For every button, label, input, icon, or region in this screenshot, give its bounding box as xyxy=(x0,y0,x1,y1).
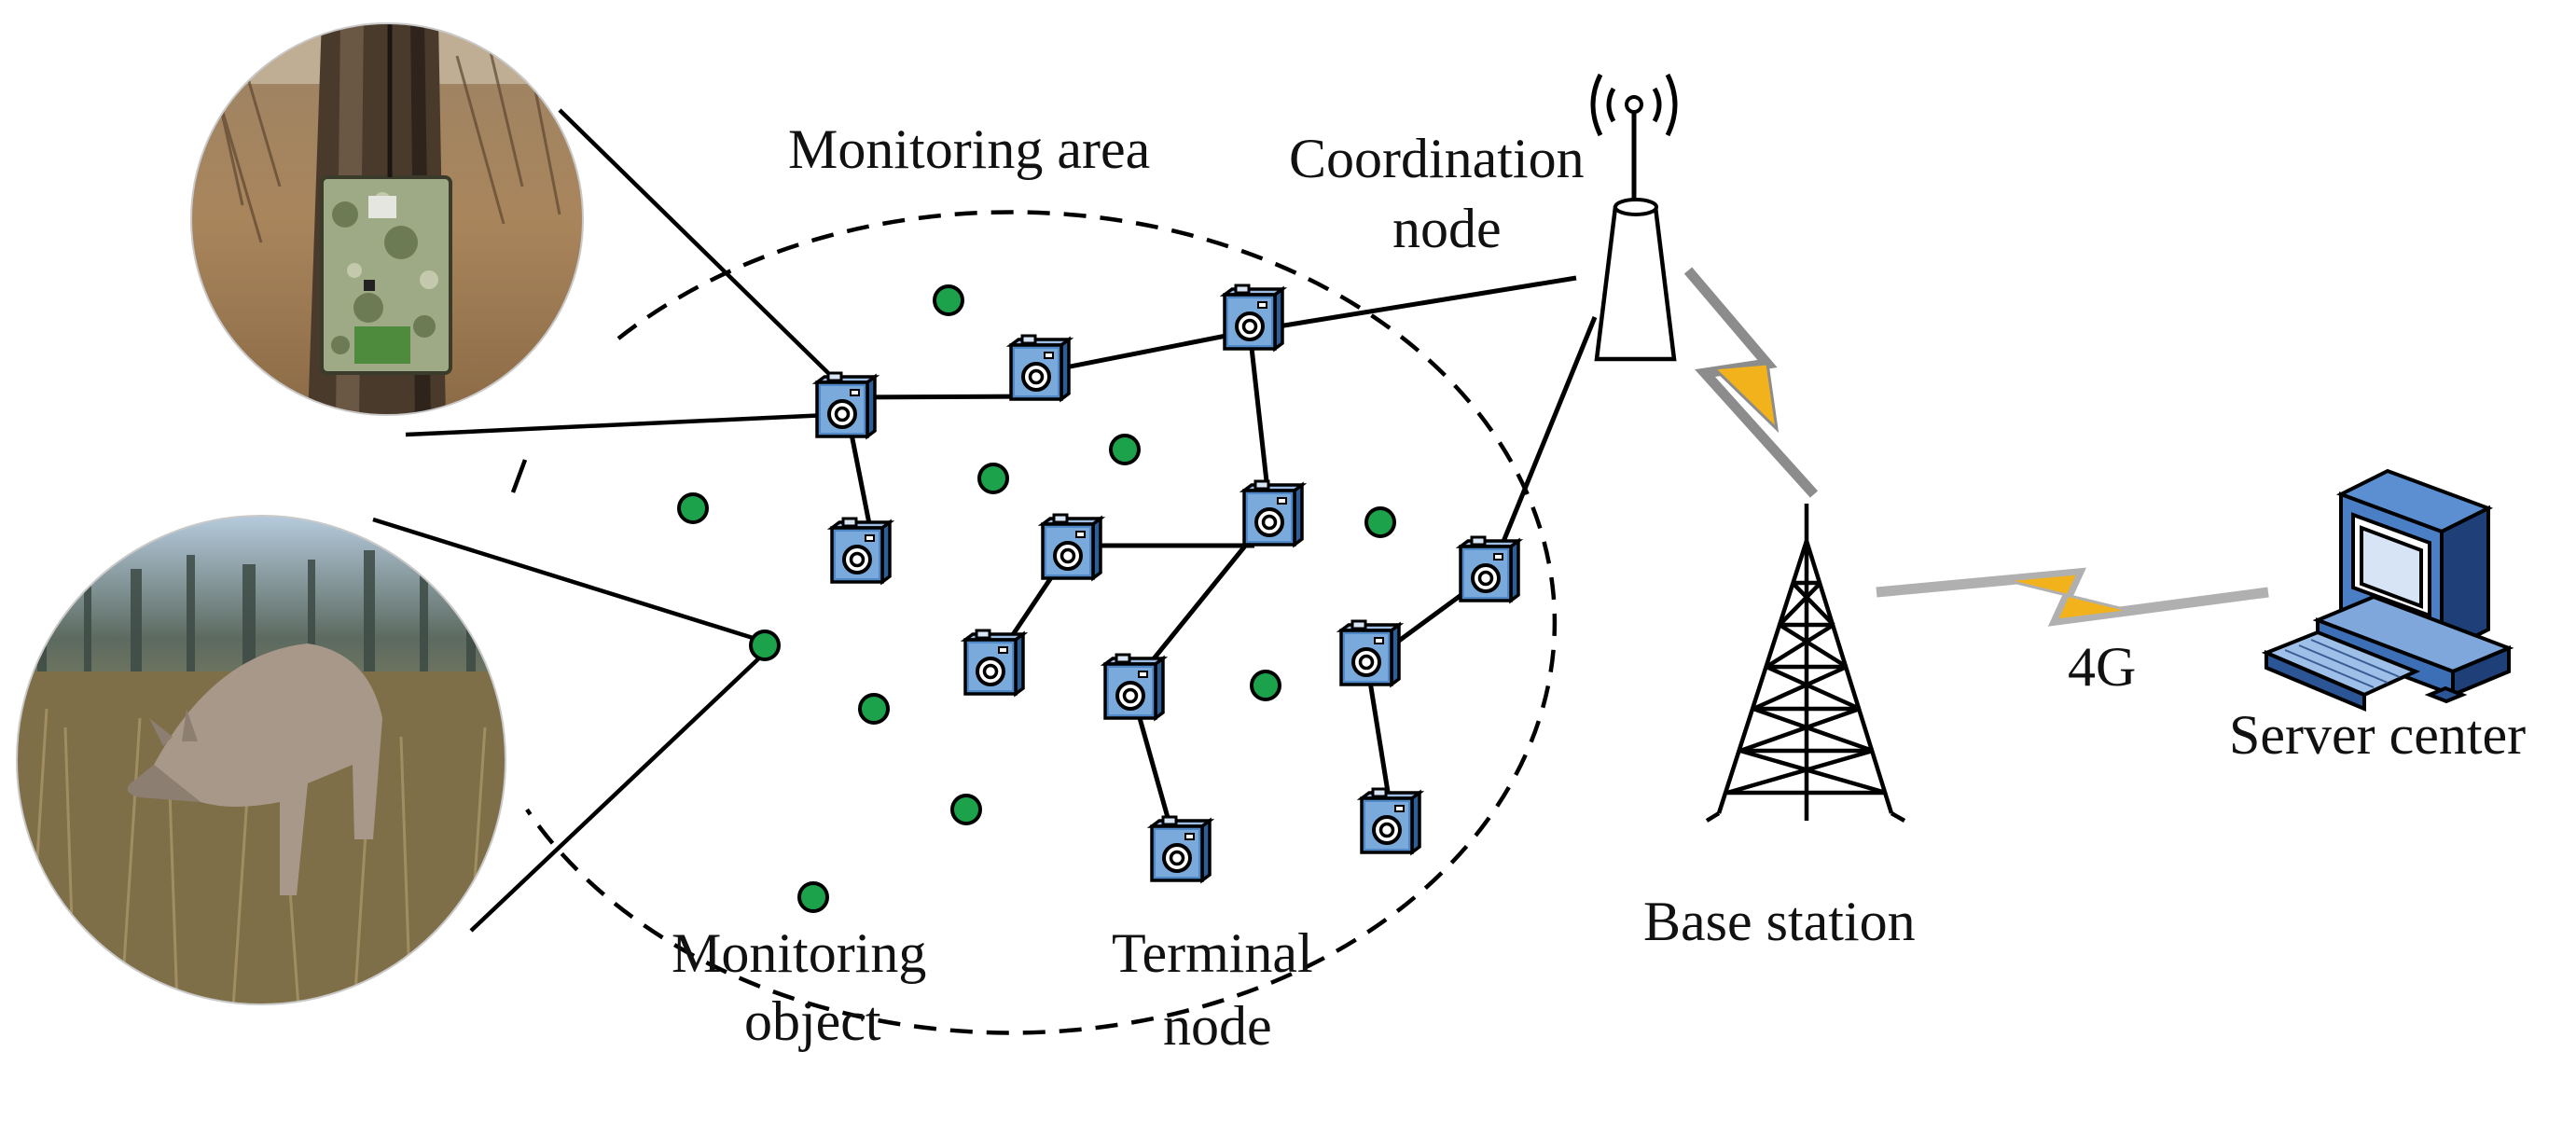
base-station-label: Base station xyxy=(1643,891,1916,952)
green-dot-icon xyxy=(677,492,709,524)
cell-tower-icon xyxy=(1705,504,1906,823)
green-dot-icon xyxy=(858,693,890,725)
camera-icon xyxy=(1360,787,1421,854)
antenna-icon xyxy=(1590,73,1678,362)
camera-icon xyxy=(1339,619,1401,686)
camera-icon xyxy=(1041,513,1102,580)
terminal-nodes xyxy=(815,284,1520,882)
deer-photo xyxy=(16,515,506,1005)
monitoring-objects xyxy=(677,284,1396,913)
green-dot-icon xyxy=(950,794,982,825)
monitoring-area-boundary xyxy=(525,210,1558,1035)
green-dot-icon xyxy=(933,284,964,316)
green-dot-icon xyxy=(797,881,829,913)
monitoring-object-label-line2: object xyxy=(744,990,881,1052)
monitoring-object-label-line1: Monitoring xyxy=(672,922,926,984)
server-center-label: Server center xyxy=(2229,704,2526,766)
camera-icon xyxy=(1223,284,1284,351)
monitoring-area-label: Monitoring area xyxy=(788,118,1150,180)
camera-icon xyxy=(830,517,892,584)
camera-icon xyxy=(1150,815,1212,882)
green-dot-icon xyxy=(1364,506,1396,538)
green-dot-icon xyxy=(977,463,1009,494)
green-dot-icon xyxy=(1109,434,1141,465)
zoom-lines xyxy=(372,108,830,933)
camera-icon xyxy=(1103,653,1165,720)
lightning-bolt-icon xyxy=(1876,567,2269,627)
camera-trap-photo xyxy=(190,22,584,416)
camera-icon xyxy=(963,629,1025,696)
terminal-node-label-line1: Terminal xyxy=(1112,922,1313,984)
camera-icon xyxy=(1459,535,1520,602)
camera-icon xyxy=(815,371,877,438)
4g-label: 4G xyxy=(2068,636,2136,698)
green-dot-icon xyxy=(1250,670,1281,701)
desktop-computer-icon xyxy=(2261,468,2514,713)
camera-icon xyxy=(1242,479,1304,547)
lightning-bolt-icon xyxy=(1683,267,1819,498)
green-dot-icon xyxy=(749,630,781,661)
camera-icon xyxy=(1009,334,1071,401)
terminal-node-label-line2: node xyxy=(1163,995,1272,1057)
coordination-node-label-line1: Coordination xyxy=(1289,128,1585,189)
coordination-node-label-line2: node xyxy=(1392,198,1502,259)
